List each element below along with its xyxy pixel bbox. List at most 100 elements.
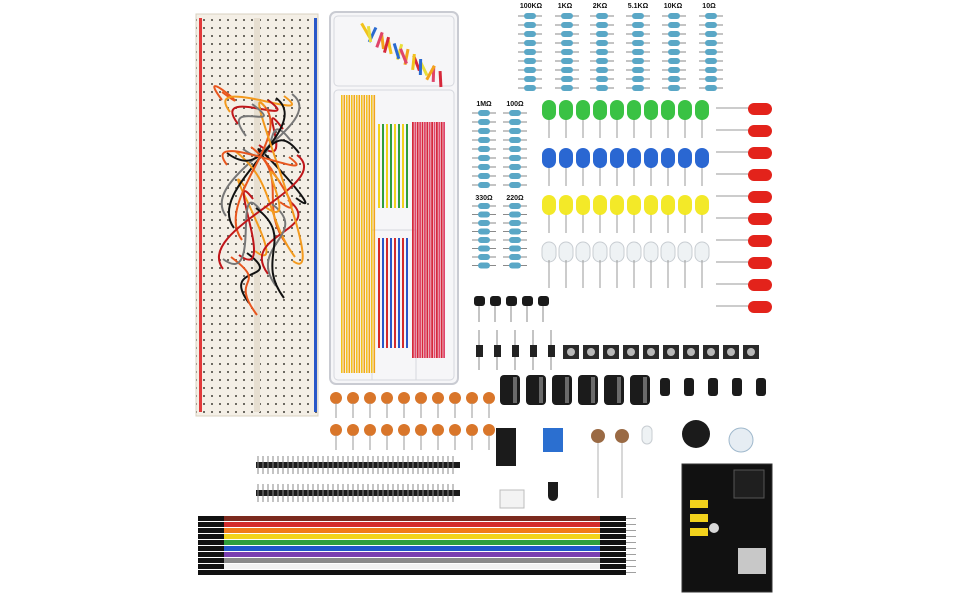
led	[576, 148, 590, 168]
led	[644, 100, 658, 120]
led-red	[748, 301, 772, 313]
precut-wire	[382, 124, 384, 208]
diode	[512, 345, 519, 357]
jumper-wire	[264, 159, 293, 209]
precut-wire	[406, 124, 408, 208]
jumper-block	[690, 500, 708, 508]
resistor	[561, 67, 573, 73]
precut-wire	[402, 124, 404, 208]
dc-jack	[733, 469, 765, 499]
capacitor-ceramic	[466, 424, 478, 436]
capacitor-ceramic	[398, 392, 410, 404]
resistor	[632, 58, 644, 64]
resistor	[596, 13, 608, 19]
resistor-label-330: 330Ω	[475, 195, 493, 202]
precut-wire	[378, 238, 380, 348]
resistor	[596, 85, 608, 91]
ribbon-wire	[222, 516, 600, 521]
photoresistor	[615, 429, 629, 443]
led-red	[748, 191, 772, 203]
resistor	[632, 67, 644, 73]
led	[644, 195, 658, 215]
precut-wire	[366, 25, 373, 43]
led-white	[660, 241, 676, 263]
rgb-led	[641, 425, 653, 445]
transistor	[522, 296, 533, 306]
ribbon-wire	[222, 546, 600, 551]
resistor	[478, 203, 490, 209]
led	[610, 148, 624, 168]
precut-wire	[394, 238, 396, 348]
led	[678, 195, 692, 215]
transistor	[474, 296, 485, 306]
push-button-cap	[567, 348, 575, 356]
capacitor-small	[660, 378, 670, 396]
capacitor-ceramic	[466, 392, 478, 404]
precut-wire	[425, 65, 436, 81]
resistor-label-5-1k: 5.1KΩ	[627, 3, 649, 10]
dupont-connector	[600, 570, 626, 575]
ribbon-wire	[222, 558, 600, 563]
precut-wire	[443, 122, 445, 358]
precut-wire	[414, 122, 417, 358]
resistor	[478, 128, 490, 134]
led	[542, 100, 556, 120]
resistor	[509, 119, 521, 125]
capacitor-stripe	[513, 377, 517, 403]
ribbon-wire	[222, 540, 600, 545]
resistor	[478, 245, 490, 252]
resistor	[596, 31, 608, 37]
resistor-label-100: 100Ω	[506, 101, 524, 108]
precut-wire	[428, 122, 431, 358]
jumper-wire	[224, 95, 293, 113]
led	[559, 195, 573, 215]
potentiometer	[543, 428, 563, 452]
resistor	[509, 155, 521, 161]
resistor	[478, 173, 490, 179]
resistor	[561, 22, 573, 28]
resistor	[632, 40, 644, 46]
dupont-connector	[600, 552, 626, 557]
resistor	[509, 245, 521, 252]
precut-wire	[398, 238, 400, 348]
resistor	[478, 262, 490, 269]
dupont-connector	[600, 546, 626, 551]
led-red	[748, 279, 772, 291]
resistor	[561, 13, 573, 19]
precut-wire	[394, 124, 396, 208]
resistor	[705, 67, 717, 73]
precut-wire	[398, 124, 400, 208]
precut-wire	[424, 122, 426, 358]
jumper-wire	[267, 203, 287, 287]
led-white	[609, 241, 625, 263]
resistor	[478, 220, 490, 226]
capacitor-ceramic	[483, 392, 495, 404]
resistor	[705, 58, 717, 64]
led	[542, 148, 556, 168]
resistor	[705, 40, 717, 46]
jumper-wire	[221, 150, 298, 167]
capacitor-ceramic	[449, 392, 461, 404]
precut-wire	[356, 95, 358, 373]
precut-wire	[426, 122, 429, 358]
resistor	[524, 85, 536, 91]
resistor	[478, 211, 490, 218]
precut-wire	[436, 122, 438, 358]
dupont-connector	[198, 522, 224, 527]
jumper-wire	[222, 201, 262, 265]
capacitor-stripe	[539, 377, 543, 403]
led	[542, 195, 556, 215]
precut-wire	[363, 95, 366, 373]
resistor	[596, 49, 608, 55]
resistor	[668, 85, 680, 91]
transistor	[506, 296, 517, 306]
resistor	[705, 13, 717, 19]
led-red	[748, 169, 772, 181]
resistor	[561, 49, 573, 55]
capacitor-ceramic	[415, 392, 427, 404]
resistor-label-10k: 10KΩ	[663, 3, 683, 10]
dupont-connector	[600, 558, 626, 563]
resistor	[509, 262, 521, 269]
